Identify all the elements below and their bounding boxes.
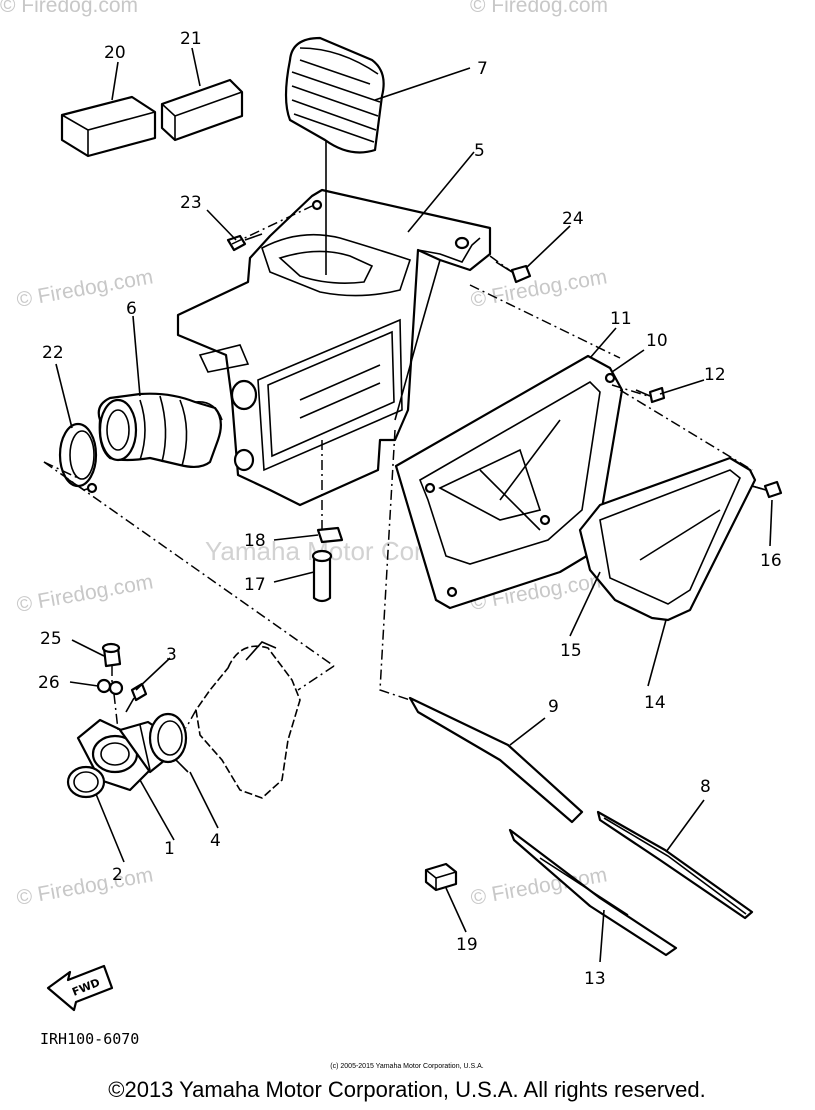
callout-3: 3 [166,645,177,665]
callout-5: 5 [474,141,485,161]
callout-23: 23 [180,193,202,213]
part-25-cap [101,642,122,668]
copyright-main: ©2013 Yamaha Motor Corporation, U.S.A. A… [108,1077,705,1102]
part-2-gasket [66,765,106,799]
callout-15: 15 [560,641,582,661]
part-20-foam-block [60,95,157,158]
callout-18: 18 [244,531,266,551]
part-11-filter-frame [394,354,624,610]
callout-20: 20 [104,43,126,63]
part-5-air-box [176,188,492,507]
part-16-screw [751,480,783,499]
fwd-arrow: FWD [46,964,114,1012]
callout-12: 12 [704,365,726,385]
callout-19: 19 [456,935,478,955]
callout-13: 13 [584,969,606,989]
part-4-band-clamp [148,712,189,773]
part-8-screen [596,810,754,920]
callout-16: 16 [760,551,782,571]
watermark-right-1: © Firedog.com [469,265,609,312]
callout-4: 4 [210,831,221,851]
carburetor-outline [195,641,301,799]
callout-numbers: 1 2 3 4 5 6 7 8 9 10 11 12 13 14 15 16 1… [38,29,782,989]
callout-21: 21 [180,29,202,49]
callout-7: 7 [477,59,488,79]
callout-24: 24 [562,209,584,229]
callout-14: 14 [644,693,666,713]
callout-22: 22 [42,343,64,363]
callout-25: 25 [40,629,62,649]
part-3-screw [125,682,148,713]
callout-1: 1 [164,839,175,859]
part-14-air-box-cover [578,456,757,622]
leader-lines [55,47,773,963]
part-19-small-block [424,862,458,892]
part-18-clip [316,526,344,544]
callout-17: 17 [244,575,266,595]
part-21-foam-block [160,78,244,142]
watermark-top-right: © Firedog.com [470,0,608,17]
assembly-lines [43,140,767,731]
part-6-intake-duct [97,392,223,469]
callout-9: 9 [548,697,559,717]
part-9-filter-element [408,696,584,824]
watermark-top-left: © Firedog.com [0,0,138,17]
part-26-clamp [96,678,124,696]
callout-8: 8 [700,777,711,797]
watermark-left-3: © Firedog.com [15,863,155,910]
part-22-band-clamp [58,422,98,494]
callout-26: 26 [38,673,60,693]
callout-11: 11 [610,309,632,329]
callout-6: 6 [126,299,137,319]
diagram-code: IRH100-6070 [40,1030,139,1048]
part-12-screw [635,386,666,404]
callout-2: 2 [112,865,123,885]
part-13-filter-screen [508,828,678,957]
callout-10: 10 [646,331,668,351]
watermark-left-2: © Firedog.com [15,570,155,617]
part-17-collar [311,549,333,603]
copyright-small: (c) 2005-2015 Yamaha Motor Corporation, … [330,1063,483,1070]
part-7-intake-boot [284,36,385,154]
